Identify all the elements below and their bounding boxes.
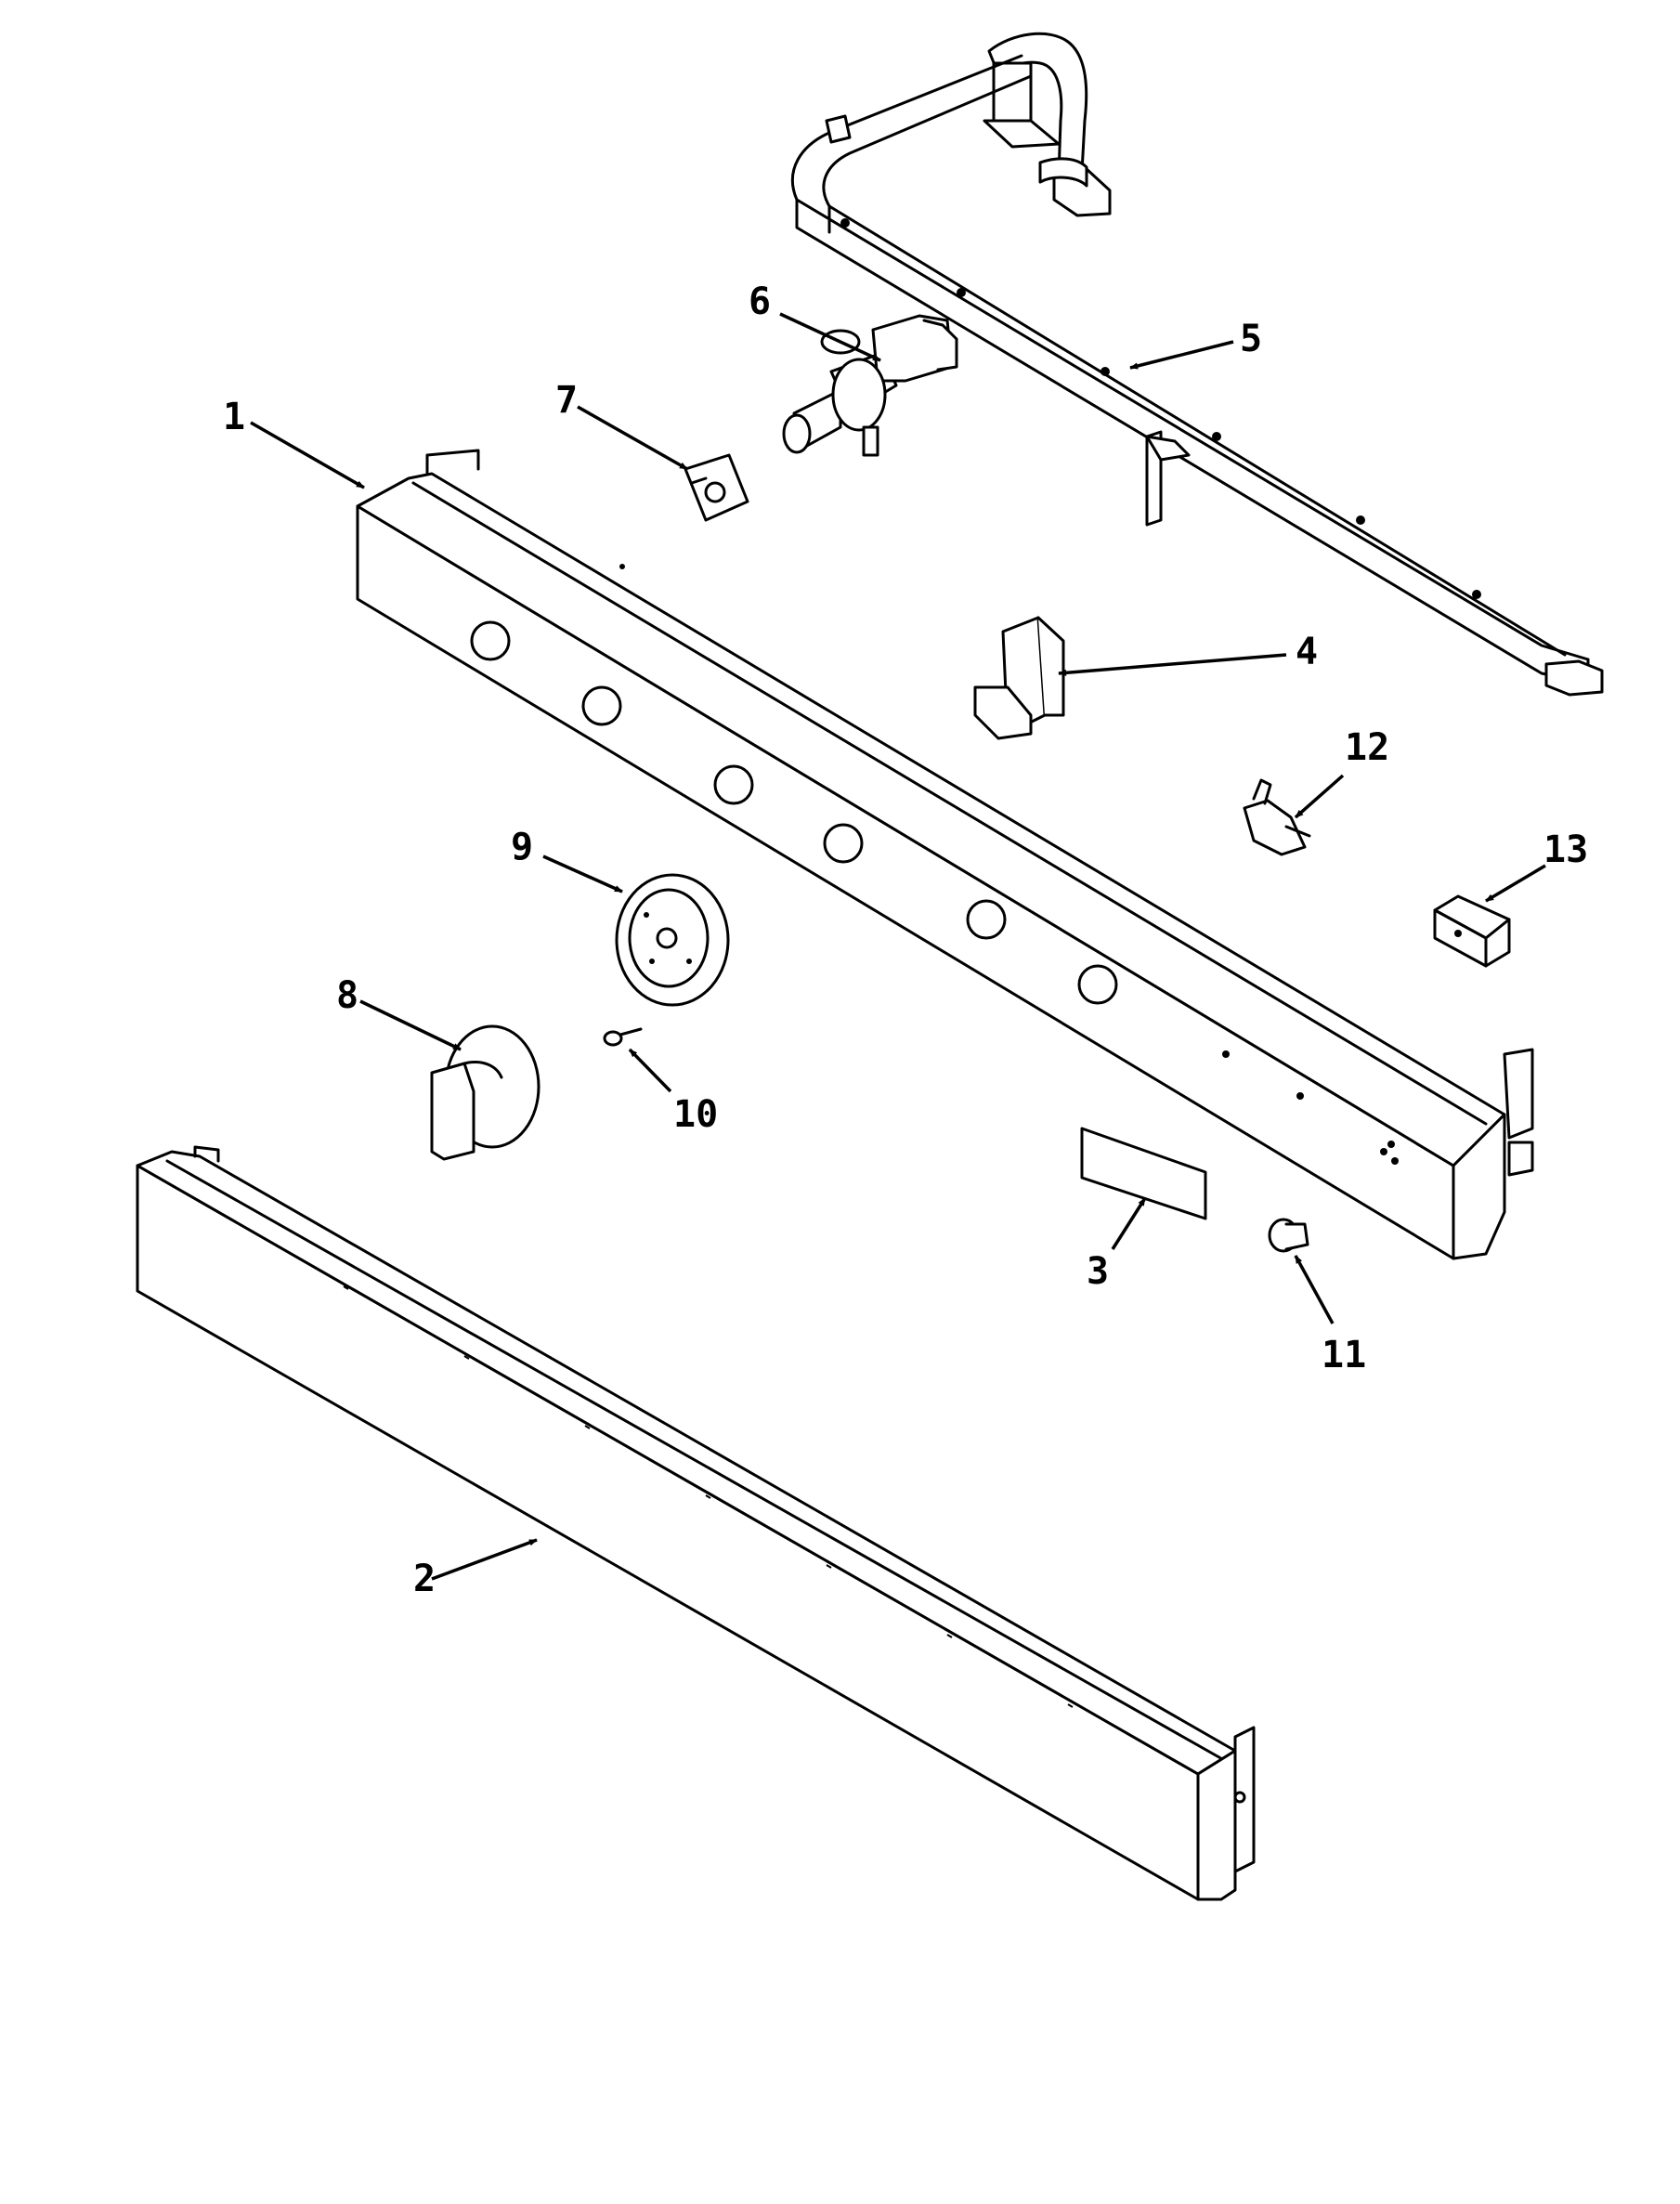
callout-6: 6	[749, 280, 771, 323]
callout-11: 11	[1322, 1334, 1366, 1376]
leader-arrow-9	[542, 854, 623, 893]
leader-arrow-3	[1111, 1197, 1147, 1250]
leader-arrow-13	[1485, 864, 1546, 903]
leader-arrow-2	[431, 1538, 538, 1581]
leader-arrow-7	[577, 405, 688, 471]
leader-arrow-11	[1294, 1255, 1335, 1324]
callout-3: 3	[1087, 1250, 1109, 1293]
part-screw-10	[603, 1027, 643, 1047]
callout-9: 9	[511, 826, 533, 868]
part-label-plate-3	[1080, 1127, 1207, 1220]
part-valve	[782, 314, 958, 457]
leader-arrow-10	[628, 1048, 672, 1093]
callout-2: 2	[413, 1558, 436, 1600]
part-trim-panel	[136, 1145, 1256, 1901]
part-manifold-pipe	[791, 32, 1604, 697]
callout-10: 10	[673, 1093, 718, 1136]
part-knob-8	[430, 1024, 540, 1161]
part-button-11	[1268, 1218, 1309, 1253]
callout-labels: 1 2 3 4 5 6 7 8 9 10 11 12 13	[223, 280, 1588, 1600]
part-control-panel	[356, 449, 1534, 1260]
leader-arrow-4	[1058, 653, 1287, 676]
leader-arrow-6	[779, 312, 881, 362]
part-bezel-9	[615, 873, 730, 1007]
part-bracket-4	[973, 616, 1065, 740]
part-block-13	[1433, 894, 1511, 968]
leader-arrow-8	[359, 999, 462, 1051]
callout-7: 7	[555, 379, 578, 422]
callout-13: 13	[1543, 828, 1588, 871]
callout-1: 1	[223, 396, 245, 438]
callout-4: 4	[1296, 631, 1318, 673]
leader-arrow-1	[250, 421, 365, 489]
callout-8: 8	[336, 974, 358, 1017]
leader-arrow-12	[1294, 774, 1345, 819]
callout-12: 12	[1345, 726, 1389, 769]
leader-arrows	[250, 312, 1546, 1581]
callout-5: 5	[1240, 318, 1262, 360]
leader-arrow-5	[1129, 340, 1234, 370]
part-spring-clip-12	[1243, 778, 1311, 856]
part-clip-7	[684, 453, 749, 522]
